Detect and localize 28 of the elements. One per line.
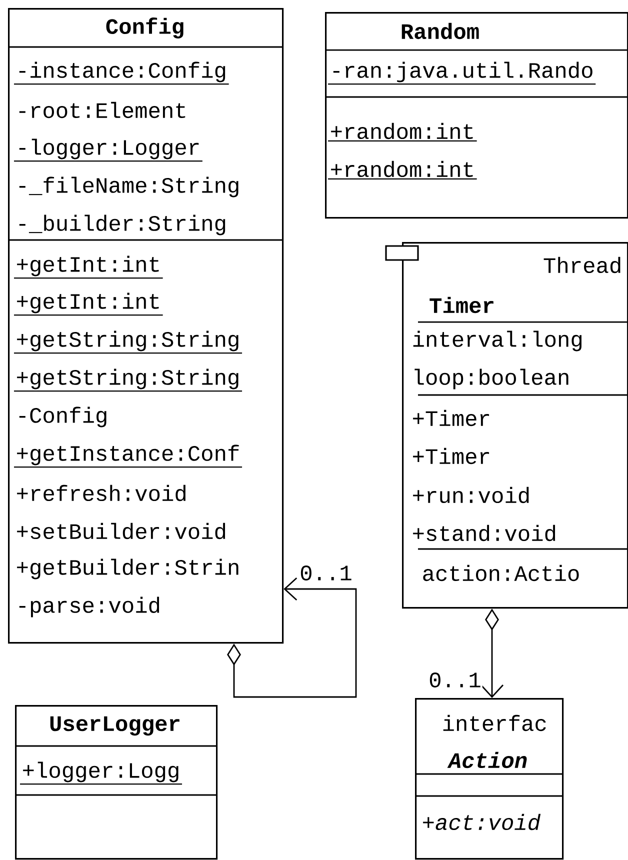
multiplicity-label: 0..1 (428, 672, 482, 688)
class-member: +setBuilder:void (17, 522, 226, 540)
class-member: -Config (19, 406, 106, 428)
class-member: -root:Element (19, 102, 186, 118)
class-name: UserLogger (50, 716, 180, 736)
class-member: -_fileName:String (19, 176, 238, 198)
class-member: -instance:Config (14, 62, 229, 85)
class-member: +logger:Logg (20, 762, 182, 785)
class-member: +random:int (328, 122, 477, 142)
class-member: +getString:String (14, 330, 242, 354)
class-member: +getInt:int (14, 256, 163, 279)
class-member: -ran:java.util.Rando (328, 62, 596, 85)
stereotype-label: interfac (443, 714, 546, 732)
multiplicity-label: 0..1 (298, 564, 354, 582)
class-member: -_builder:String (19, 214, 226, 236)
class-member: +getString:String (14, 368, 242, 392)
class-member: -logger:Logger (14, 138, 202, 162)
class-member: +getInt:int (14, 292, 163, 316)
class-member: +refresh:void (17, 484, 186, 502)
class-name: Config (106, 18, 184, 38)
class-member: +getInstance:Conf (14, 444, 242, 468)
class-member: +act:void (423, 814, 541, 830)
interface-name: Action (447, 752, 527, 768)
class-member: +getBuilder:Strin (17, 558, 238, 580)
class-member: +random:int (328, 160, 477, 180)
class-member: -parse:void (19, 596, 160, 618)
aggregation-arrow (227, 577, 357, 698)
class-name: Random (402, 22, 479, 40)
